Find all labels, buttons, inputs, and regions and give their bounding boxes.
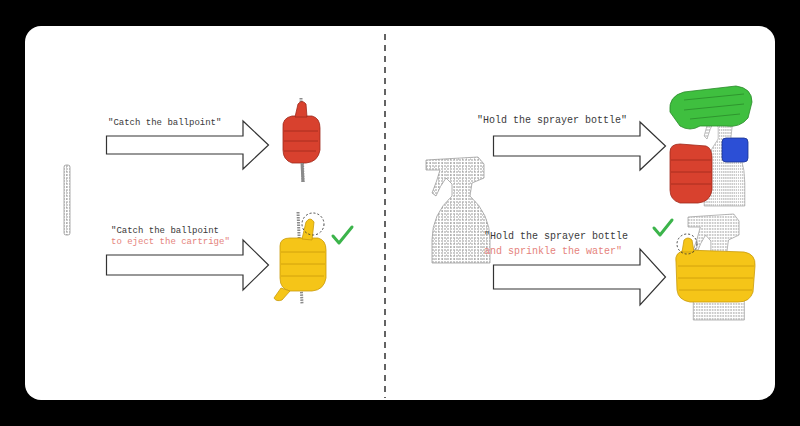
red-palm [283, 116, 320, 163]
prompt-extension: to eject the cartrige" [111, 237, 230, 248]
prompt-text: "Hold the sprayer bottle" [477, 114, 627, 128]
prompt-arrow: "Hold the sprayer bottle" [493, 114, 666, 171]
prompt-line: "Catch the ballpoint" [108, 118, 221, 129]
yellow-finger-lines [281, 252, 325, 276]
focus-circle [302, 213, 324, 235]
arrow-path [494, 122, 666, 170]
yellow-hand-spray [654, 214, 755, 320]
pen-body [64, 165, 70, 235]
bottle-dots [426, 157, 490, 263]
pen-dots [64, 165, 70, 235]
blue-hand [722, 138, 748, 162]
prompt-text: "Catch the ballpoint" [108, 118, 221, 129]
card [25, 26, 775, 400]
red-fingers [671, 160, 711, 184]
arrow-path [494, 249, 666, 305]
prompt-text: "Catch the ballpointto eject the cartrig… [111, 226, 230, 248]
red-hand [670, 144, 712, 203]
prompt-line: "Catch the ballpoint [111, 226, 230, 237]
prompt-text: "Hold the sprayer bottleand sprinkle the… [484, 229, 628, 259]
pen-point-cloud [64, 165, 70, 235]
yellow-palm [676, 250, 755, 302]
prompt-line: "Hold the sprayer bottle [484, 229, 628, 244]
multi-hand-grasp [670, 86, 752, 206]
pen-tip [302, 163, 303, 182]
prompt-arrow: "Catch the ballpoint" [106, 118, 269, 170]
yellow-finger [274, 288, 290, 301]
prompt-extension: and sprinkle the water" [484, 244, 628, 259]
red-thumb [295, 102, 307, 118]
red-fingers [284, 131, 318, 151]
red-hand-grasp [283, 98, 320, 182]
prompt-arrow: "Catch the ballpointto eject the cartrig… [106, 226, 269, 291]
yellow-index [682, 238, 694, 252]
check-mark [333, 227, 352, 243]
yellow-hand-grasp [274, 212, 352, 304]
divider [384, 34, 385, 398]
focus-circle [677, 234, 697, 254]
prompt-arrow: "Hold the sprayer bottleand sprinkle the… [493, 229, 666, 306]
green-hand [670, 86, 752, 129]
arrow-path [107, 121, 269, 169]
yellow-palm [280, 238, 326, 291]
yellow-finger-lines [678, 266, 754, 290]
green-fingers [684, 94, 744, 119]
arrow-path [107, 240, 269, 290]
bottle-body [426, 157, 490, 263]
check-mark [654, 220, 672, 235]
bottle-point-cloud [426, 157, 490, 263]
prompt-line: "Hold the sprayer bottle" [477, 114, 627, 128]
